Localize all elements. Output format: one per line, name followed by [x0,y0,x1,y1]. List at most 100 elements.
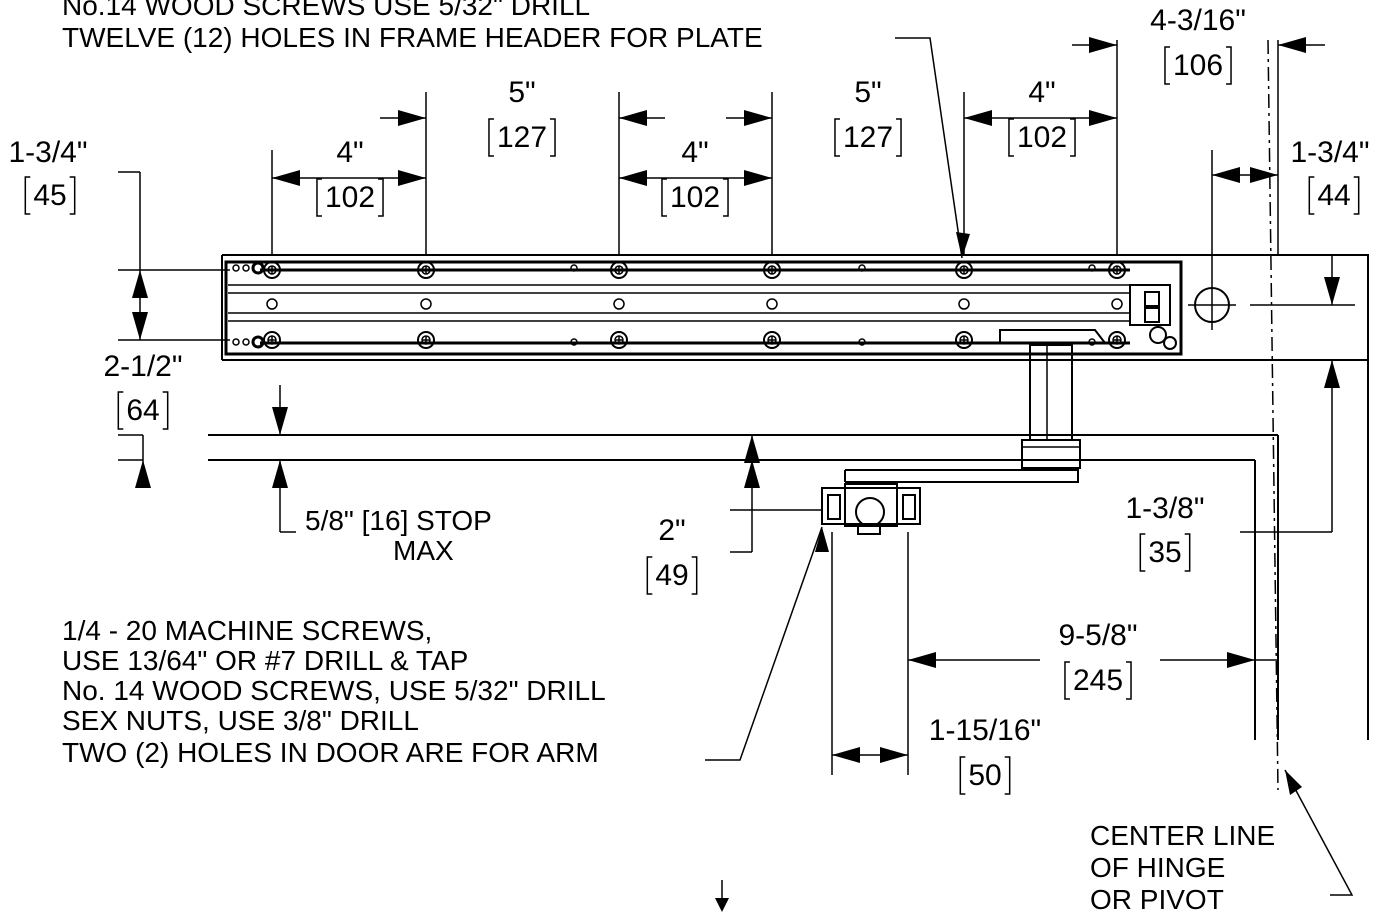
dim-11-inches: 9-5/8" [1058,619,1137,652]
center-hole [266,298,278,310]
small-hole [251,335,265,349]
top-note-line1: No.14 WOOD SCREWS USE 5/32" DRILL [62,0,590,21]
screw-hole [610,261,628,279]
bracket-right [1004,756,1011,795]
bracket-right [1226,46,1232,85]
small-hole [1088,338,1096,346]
arrowheads [132,37,1340,912]
bracket-left [117,391,124,430]
mounting-holes [232,261,1126,349]
dim-5-inches: 4" [1028,76,1055,109]
dim-5-mm: 102 [1017,121,1067,154]
center-hole [420,298,432,310]
door-note-line5: TWO (2) HOLES IN DOOR ARE FOR ARM [62,737,599,768]
center-line-label-1: CENTER LINE [1090,820,1275,851]
door-lines [208,39,1369,791]
dimension-labels: 4" 102 5" 127 4" 102 5" 127 4" 102 4-3/1… [8,4,1369,792]
bracket-left [1308,176,1315,215]
dim-1-mm: 102 [325,181,375,214]
bracket-right [550,118,556,157]
dim-7-inches: 1-3/4" [1290,136,1369,169]
small-hole [858,264,866,272]
pivot-symbol [1188,280,1236,330]
dim-3-mm: 102 [670,181,720,214]
closer-arm [821,344,1081,535]
bracket-right [1070,118,1076,157]
screw-hole [763,331,781,349]
bracket-left [646,556,653,595]
bracket-left [959,756,966,795]
dim-8-inches: 2-1/2" [103,350,182,383]
frame-header [221,254,1369,361]
screw-hole [763,261,781,279]
top-note-line2: TWELVE (12) HOLES IN FRAME HEADER FOR PL… [62,22,763,53]
small-hole [570,338,578,346]
bracket-left [834,118,840,157]
center-line-label-3: OR PIVOT [1090,884,1224,915]
small-hole [251,261,265,275]
annotations: No.14 WOOD SCREWS USE 5/32" DRILL TWELVE… [62,0,1275,915]
dim-4-mm: 127 [843,121,893,154]
small-hole [858,338,866,346]
dim-left-inches: 1-3/4" [8,136,87,169]
dim-2-mm: 127 [497,121,547,154]
bracket-left [24,176,31,215]
small-hole [570,264,578,272]
center-hole [1111,298,1123,310]
bracket-left [316,178,322,217]
screw-hole [955,331,973,349]
small-hole [232,264,240,272]
bracket-right [896,118,902,157]
screw-hole [263,331,281,349]
screw-hole [263,261,281,279]
small-hole [232,338,240,346]
dim-left-mm: 45 [33,179,66,212]
dim-10-mm: 35 [1148,536,1181,569]
bracket-right [1126,661,1132,700]
bracket-right [1353,176,1360,215]
dim-12-mm: 50 [968,759,1001,792]
dimension-lines [118,37,1355,905]
bracket-right [378,178,384,217]
dim-10-inches: 1-3/8" [1125,492,1204,525]
center-hole [958,298,970,310]
bracket-right [691,556,698,595]
dim-12-inches: 1-15/16" [929,714,1041,747]
stop-note-line2: MAX [393,535,454,566]
mm-brackets [24,46,1360,795]
bracket-left [661,178,667,217]
screw-hole [610,331,628,349]
small-hole [242,264,250,272]
dim-2-inches: 5" [508,76,535,109]
dim-4-inches: 5" [854,76,881,109]
dim-8-mm: 64 [126,394,159,427]
dim-3-inches: 4" [681,136,708,169]
door-note-line2: USE 13/64" OR #7 DRILL & TAP [62,645,468,676]
dim-9-inches: 2" [658,514,685,547]
bracket-right [723,178,729,217]
dim-1-inches: 4" [336,136,363,169]
bracket-left [1164,46,1170,85]
dim-7-mm: 44 [1317,179,1350,212]
center-line-label-2: OF HINGE [1090,852,1225,883]
dim-11-mm: 245 [1073,664,1123,697]
screw-hole [417,261,435,279]
screw-hole [1108,261,1126,279]
dim-9-mm: 49 [655,559,688,592]
bracket-right [69,176,76,215]
dim-6-inches: 4-3/16" [1150,4,1246,37]
dim-6-mm: 106 [1173,49,1223,82]
bracket-left [488,118,494,157]
bracket-left [1064,661,1070,700]
screw-hole [1108,331,1126,349]
bracket-left [1008,118,1014,157]
door-note-line3: No. 14 WOOD SCREWS, USE 5/32" DRILL [62,675,606,706]
screw-hole [417,331,435,349]
center-hole [613,298,625,310]
bracket-left [1139,533,1146,572]
screw-hole [955,261,973,279]
door-note-line4: SEX NUTS, USE 3/8" DRILL [62,705,419,736]
small-hole [242,338,250,346]
door-note-line1: 1/4 - 20 MACHINE SCREWS, [62,615,432,646]
